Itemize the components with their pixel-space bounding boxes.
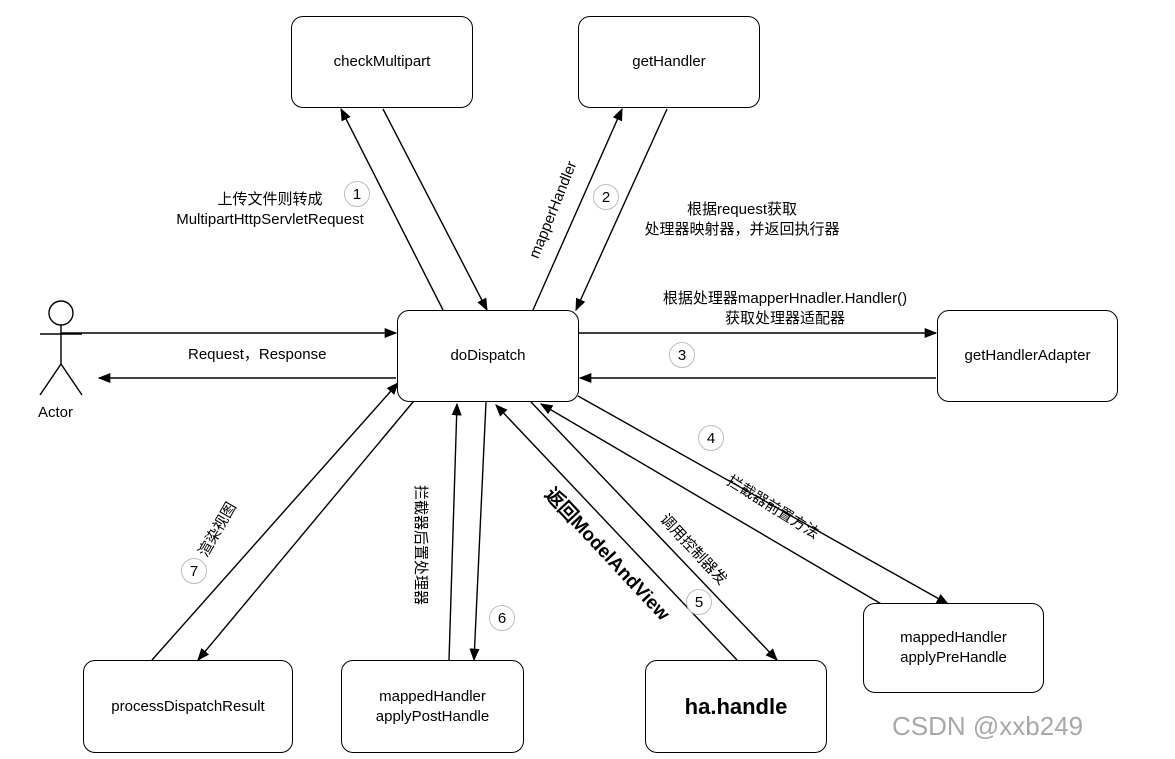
pre-handle-label-1: mappedHandler bbox=[900, 629, 1007, 646]
step-4-badge: 4 bbox=[698, 425, 724, 451]
post-handle-label-2: applyPostHandle bbox=[375, 707, 490, 725]
upload-label-line2: MultipartHttpServletRequest bbox=[176, 211, 364, 228]
pre-handle-node[interactable]: mappedHandler applyPreHandle bbox=[863, 603, 1044, 693]
from-post-handle-arrow bbox=[448, 402, 462, 661]
step-1-badge: 1 bbox=[344, 181, 370, 207]
step-3-badge: 3 bbox=[669, 342, 695, 368]
upload-label: 上传文件则转成 MultipartHttpServletRequest bbox=[150, 190, 390, 230]
post-handle-node[interactable]: mappedHandler applyPostHandle bbox=[341, 660, 524, 753]
do-dispatch-label: doDispatch bbox=[450, 347, 526, 364]
to-post-handle-arrow bbox=[469, 401, 487, 662]
get-by-request-label: 根据request获取 处理器映射器，并返回执行器 bbox=[612, 200, 872, 240]
to-pre-handle-arrow bbox=[577, 395, 950, 605]
upload-label-line1: 上传文件则转成 bbox=[217, 191, 323, 208]
step-2-badge: 2 bbox=[593, 184, 619, 210]
step-6-badge: 6 bbox=[489, 605, 515, 631]
actor-label: Actor bbox=[38, 404, 74, 421]
do-dispatch-node[interactable]: doDispatch bbox=[397, 310, 579, 402]
to-process-result-arrow bbox=[197, 395, 419, 661]
adapter-label-line1: 根据处理器mapperHnadler.Handler() bbox=[662, 290, 908, 307]
pre-handle-label-2: applyPreHandle bbox=[900, 649, 1007, 666]
get-handler-node[interactable]: getHandler bbox=[578, 16, 760, 108]
get-by-request-line2: 处理器映射器，并返回执行器 bbox=[644, 221, 840, 238]
get-handler-adapter-node[interactable]: getHandlerAdapter bbox=[937, 310, 1118, 402]
adapter-label-line2: 获取处理器适配器 bbox=[724, 310, 845, 327]
get-handler-label: getHandler bbox=[632, 53, 706, 70]
from-get-handler-arrow bbox=[575, 108, 668, 312]
step-7-badge: 7 bbox=[181, 558, 207, 584]
to-get-handler-arrow bbox=[532, 107, 623, 311]
interceptor-post-label: 拦截器后置处理器 bbox=[412, 484, 430, 606]
check-multipart-node[interactable]: checkMultipart bbox=[291, 16, 473, 108]
get-by-request-line1: 根据request获取 bbox=[686, 201, 798, 218]
check-multipart-label: checkMultipart bbox=[333, 53, 431, 70]
from-pre-handle-arrow bbox=[539, 403, 884, 606]
process-dispatch-result-node[interactable]: processDispatchResult bbox=[83, 660, 293, 753]
step-5-badge: 5 bbox=[686, 589, 712, 615]
from-process-result-arrow bbox=[151, 382, 399, 661]
process-dispatch-result-label: processDispatchResult bbox=[111, 697, 265, 715]
actor-figure bbox=[39, 300, 83, 396]
get-handler-adapter-label: getHandlerAdapter bbox=[964, 347, 1091, 364]
to-check-multipart-arrow bbox=[340, 107, 444, 311]
ha-handle-label: ha.handle bbox=[684, 693, 788, 719]
ha-handle-node[interactable]: ha.handle bbox=[645, 660, 827, 753]
to-ha-handle-arrow bbox=[530, 401, 778, 661]
post-handle-label-1: mappedHandler bbox=[379, 687, 486, 705]
watermark-text: CSDN @xxb249 bbox=[892, 711, 1084, 741]
from-check-multipart-arrow bbox=[382, 108, 488, 312]
from-ha-handle-arrow bbox=[495, 404, 738, 661]
request-response-label: Request，Response bbox=[188, 346, 327, 363]
adapter-label: 根据处理器mapperHnadler.Handler() 获取处理器适配器 bbox=[620, 289, 950, 329]
